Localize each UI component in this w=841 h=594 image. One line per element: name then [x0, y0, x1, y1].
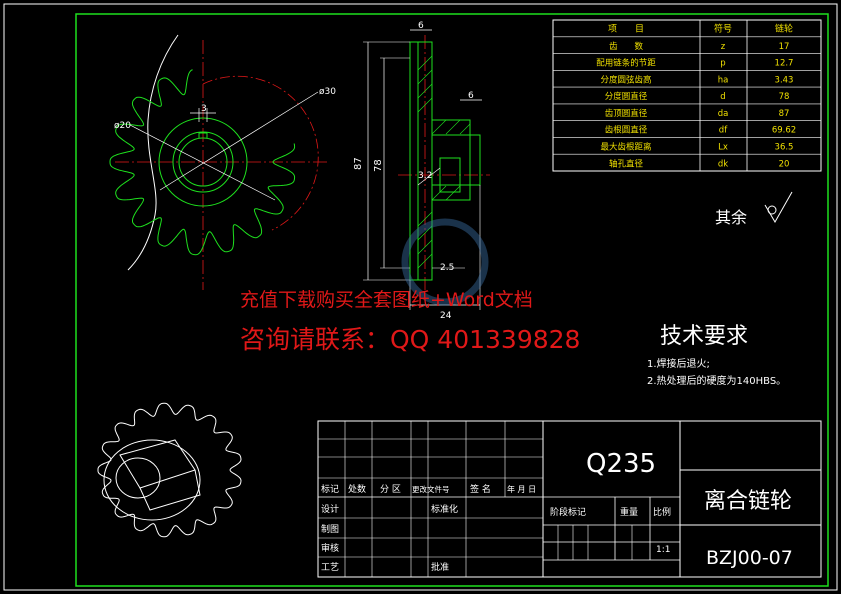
tech-req-item-1: 1.焊接后退火;	[647, 357, 710, 370]
iso-sprocket-outline	[97, 402, 242, 538]
tb-chushu: 处数	[348, 483, 366, 495]
param-cell: Lx	[718, 143, 728, 153]
param-header: 符号	[714, 23, 732, 35]
param-cell: 69.62	[772, 126, 796, 136]
dim-87: 87	[353, 157, 364, 170]
param-cell: 12.7	[775, 59, 794, 69]
param-header: 项 目	[608, 24, 644, 35]
param-cell: 3.43	[775, 75, 794, 85]
title-block-text: 标记 处数 分 区 更改文件号 签 名 年 月 日 设计 标准化 制图 审核 工…	[321, 483, 671, 573]
dim-tooth-w: 2.5	[440, 263, 454, 273]
param-cell: 齿顶圆直径	[605, 108, 648, 119]
param-cell: 17	[779, 42, 790, 52]
isometric-view	[97, 402, 242, 538]
param-cell: df	[719, 126, 728, 136]
params-table: 项 目 符号 链轮齿 数 z 17 配用链条的节距 p 12.7 分度圆弦齿高 ha 3.43 分度圆…	[552, 19, 822, 172]
sprocket-teeth	[109, 69, 296, 256]
tb-biaoji: 标记	[321, 483, 339, 495]
watermark-logo	[401, 218, 489, 306]
param-cell: ha	[718, 75, 729, 85]
param-cell: 分度圆直径	[605, 91, 648, 102]
tb-scale: 1:1	[656, 545, 670, 555]
tb-fenqu: 分 区	[380, 484, 401, 495]
tb-nianyueri: 年 月 日	[507, 484, 536, 494]
surface-finish-label: 其余	[715, 208, 747, 227]
tb-zhongliang: 重量	[620, 506, 638, 518]
param-cell: dk	[718, 159, 728, 169]
break-line	[127, 34, 179, 271]
dim-outer-dia: ø30	[319, 87, 336, 97]
tb-pizhun: 批准	[431, 561, 449, 573]
param-cell: 36.5	[775, 143, 794, 153]
part-name: 离合链轮	[704, 489, 792, 514]
dim-hole-dia: ø20	[114, 121, 131, 131]
tb-bili: 比例	[653, 506, 671, 518]
dim-flange-width: 6	[468, 91, 474, 101]
tb-gengai: 更改文件号	[412, 484, 450, 494]
param-cell: 齿根圆直径	[605, 125, 648, 136]
section-view: 87 78 6 6 3.2 2.5 24	[353, 21, 490, 321]
param-cell: 齿 数	[609, 41, 644, 52]
inner-border	[75, 13, 829, 587]
dim-78: 78	[373, 159, 384, 172]
param-cell: 87	[779, 109, 790, 119]
tb-gongyi: 工艺	[321, 562, 339, 573]
dim-total-w: 24	[440, 311, 452, 321]
drawing-number: BZJ00-07	[706, 547, 793, 569]
tech-req-item-2: 2.热处理后的硬度为140HBS。	[647, 374, 786, 387]
param-header: 链轮	[775, 23, 793, 35]
outer-border	[3, 3, 838, 591]
param-cell: d	[720, 92, 725, 102]
param-cell: 轴孔直径	[609, 158, 644, 169]
watermark-line-1: 充值下载购买全套图纸+Word文档	[240, 289, 533, 311]
param-cell: 20	[779, 159, 790, 169]
title-block	[317, 420, 822, 578]
tb-jieduan: 阶段标记	[550, 506, 586, 518]
dim-chamfer: 3.2	[418, 171, 432, 181]
param-cell: 最大齿根距离	[600, 142, 651, 153]
param-cell: da	[718, 109, 729, 119]
watermark-line-2: 咨询请联系：QQ 401339828	[240, 325, 581, 354]
roughness-symbol	[764, 191, 793, 223]
param-cell: 78	[779, 92, 790, 102]
material: Q235	[586, 449, 656, 479]
tb-biaozhunhua: 标准化	[431, 503, 458, 515]
param-cell: z	[721, 42, 726, 52]
dim-keyway: 3	[201, 104, 207, 114]
param-cell: 配用链条的节距	[596, 58, 656, 69]
tech-req-title: 技术要求	[660, 324, 748, 349]
front-view: ø20 ø30 3	[109, 34, 336, 290]
tb-qianming: 签 名	[470, 483, 491, 495]
param-cell: p	[720, 59, 725, 69]
dim-hub-width: 6	[418, 21, 424, 31]
tb-shenhe: 审核	[321, 542, 339, 554]
param-cell: 分度圆弦齿高	[600, 74, 651, 85]
tb-sheji: 设计	[321, 503, 339, 515]
tb-zhitu: 制图	[321, 523, 339, 535]
